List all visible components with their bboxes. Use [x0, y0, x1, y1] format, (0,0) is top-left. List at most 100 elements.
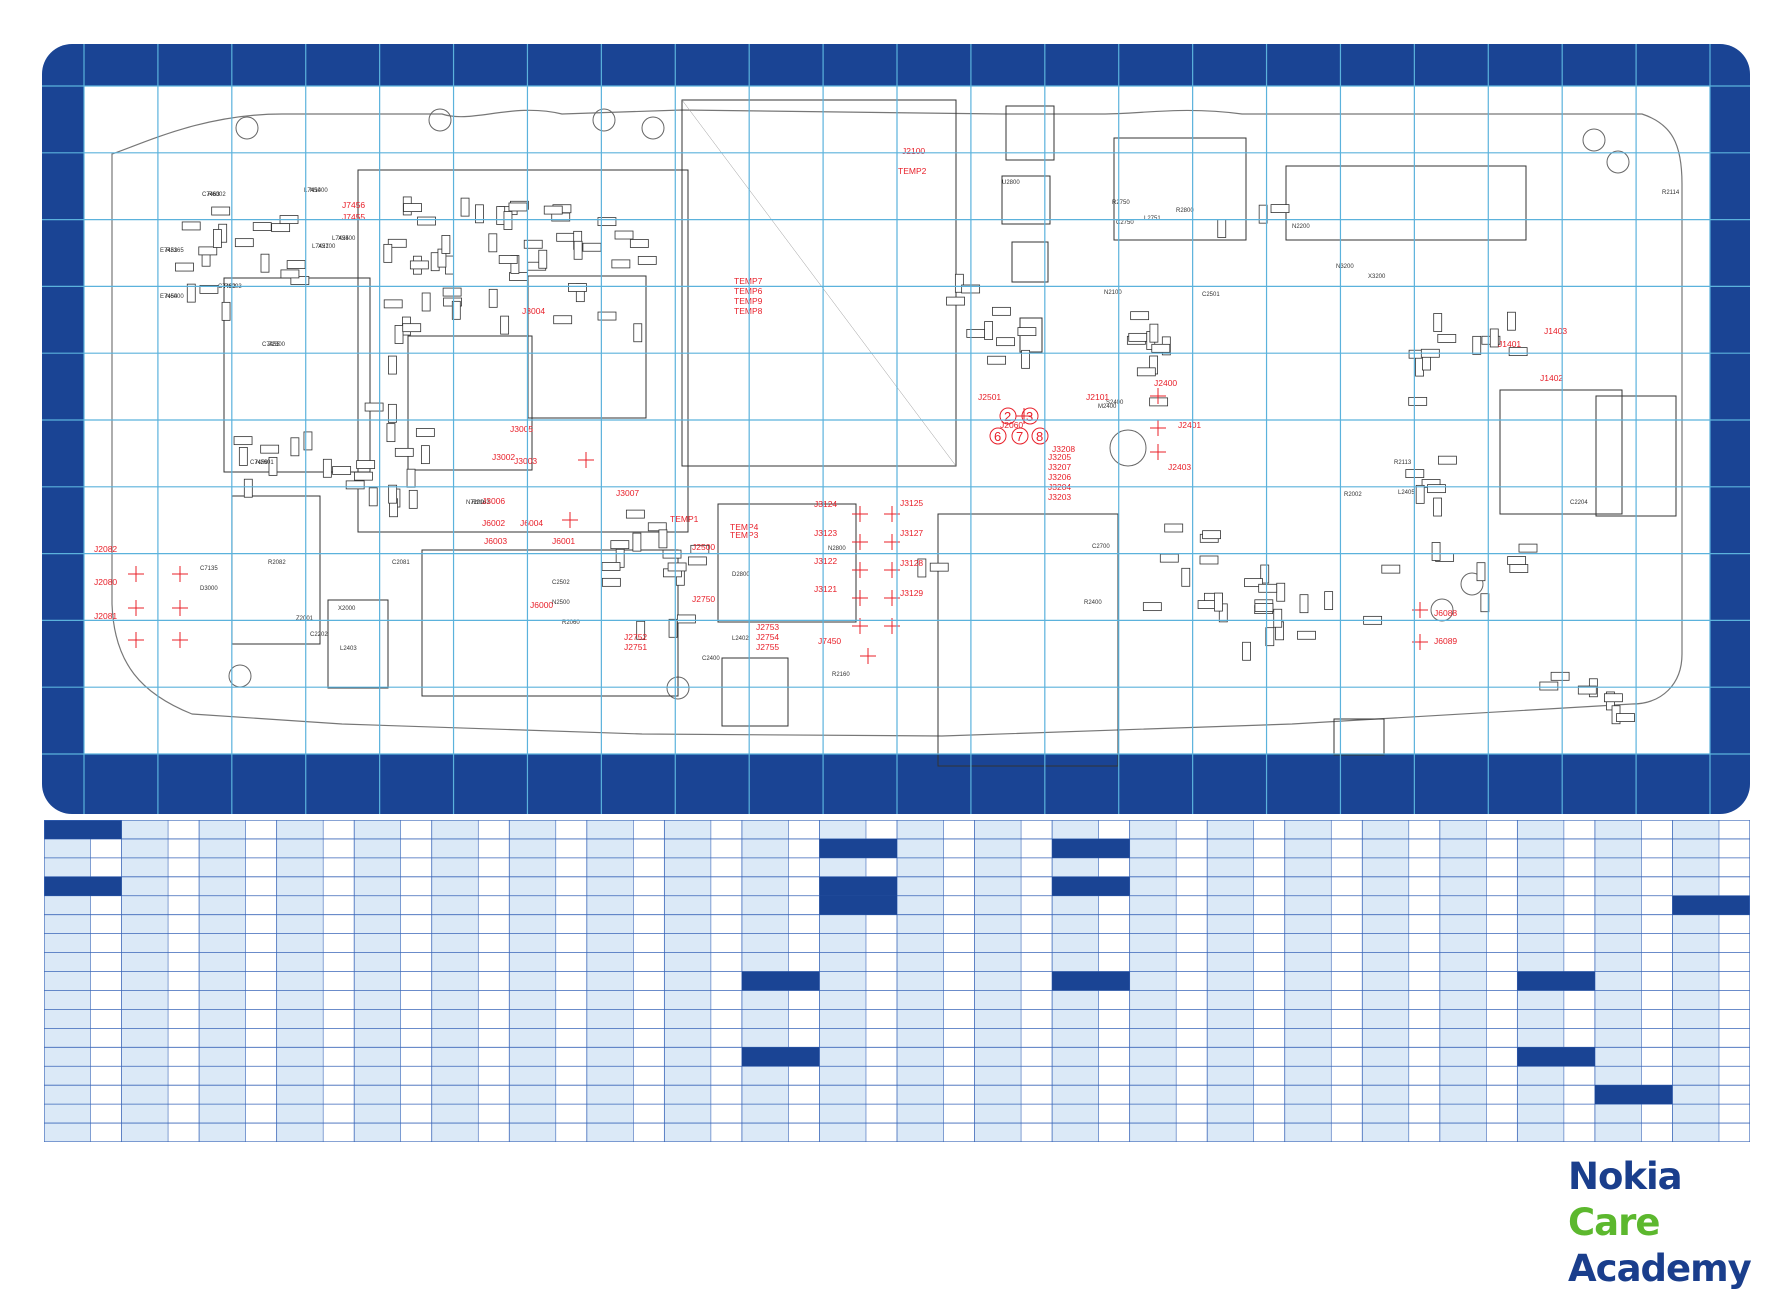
component-label: N2601: [256, 460, 274, 466]
component-label: C7462: [218, 284, 236, 290]
small-component: [1480, 593, 1490, 613]
small-component: [1199, 555, 1219, 565]
small-component: [1539, 681, 1559, 691]
small-component: [676, 614, 696, 624]
small-component: [614, 230, 634, 240]
test-point-label: J6000: [530, 600, 553, 610]
board-svg: E7453E7454C7463C7462L7450L7457L7455C7455…: [42, 44, 1750, 814]
table-column-shade: [664, 820, 711, 1142]
table-column-shade: [199, 820, 246, 1142]
component-label: R2082: [268, 560, 286, 566]
small-component: [503, 211, 513, 230]
table-column-shade: [276, 820, 324, 1142]
small-component: [632, 532, 642, 552]
test-point-label: J2081: [94, 611, 117, 621]
mounting-hole: [1460, 572, 1484, 596]
component-label: N2500: [552, 600, 570, 606]
test-point-label: J3125: [900, 498, 923, 508]
small-component: [1437, 334, 1457, 343]
small-component: [442, 287, 462, 297]
test-point-label: J1403: [1544, 326, 1567, 336]
component-label: R2750: [1112, 200, 1130, 206]
small-component: [260, 444, 280, 454]
test-point-label: TEMP6: [734, 286, 763, 296]
component-label: N6000: [166, 294, 184, 300]
small-component: [625, 509, 645, 519]
small-component: [1472, 335, 1482, 355]
component-label: R2163: [472, 500, 490, 506]
component-label: N1400: [310, 188, 328, 194]
table-dark-cell: [1594, 1085, 1673, 1105]
table-column-shade: [44, 820, 91, 1142]
small-component: [633, 323, 643, 343]
small-component: [394, 447, 414, 457]
component-label: R2165: [166, 248, 184, 254]
small-component: [498, 255, 518, 264]
small-component: [252, 222, 272, 231]
component-label: U2800: [1002, 180, 1020, 186]
component-label: N2800: [828, 546, 846, 552]
mounting-hole: [1582, 128, 1606, 152]
test-point-label: J3129: [900, 588, 923, 598]
small-component: [538, 249, 548, 269]
small-component: [420, 445, 430, 465]
component-label: L7457: [312, 244, 329, 250]
small-component: [181, 221, 201, 231]
small-component: [636, 620, 646, 640]
table-dark-cell: [1672, 895, 1750, 915]
table-column-shade: [1362, 820, 1409, 1142]
component-label: E7453: [160, 248, 178, 254]
small-component: [364, 402, 384, 412]
component-label: L2402: [732, 636, 749, 642]
small-component: [368, 487, 378, 507]
test-point-label: J3127: [900, 528, 923, 538]
test-point-label: J3006: [482, 496, 505, 506]
test-point-label: J6004: [520, 518, 543, 528]
table-column-shade: [1207, 820, 1254, 1142]
table-column-shade: [354, 820, 401, 1142]
small-component: [409, 260, 429, 270]
small-component: [668, 618, 678, 638]
small-component: [996, 337, 1015, 347]
component-label: N3200: [1336, 264, 1354, 270]
component-block: [721, 657, 789, 727]
component-block: [1005, 105, 1055, 161]
table-dark-cell: [1517, 1047, 1595, 1067]
small-component: [508, 202, 528, 212]
pad-digit: 3: [1026, 409, 1033, 424]
table-column-shade: [121, 820, 169, 1142]
component-label: C2202: [310, 632, 328, 638]
small-component: [1489, 328, 1499, 348]
table-dark-cell: [741, 971, 820, 991]
pad-digit: 2: [1004, 409, 1011, 424]
table-column-shade: [819, 820, 866, 1142]
test-point-label: J2750: [692, 594, 715, 604]
small-component: [1507, 311, 1516, 331]
small-component: [1518, 543, 1538, 553]
pad-digit: 7: [1016, 429, 1023, 444]
small-component: [946, 296, 965, 306]
component-label: C7135: [200, 566, 218, 572]
small-component: [233, 436, 253, 446]
test-point-label: J2754: [756, 632, 779, 642]
test-point-label: J2751: [624, 642, 647, 652]
test-point-label: J3206: [1048, 472, 1071, 482]
component-label: R2113: [1394, 460, 1412, 466]
small-component: [417, 216, 436, 226]
component-block: [407, 335, 533, 471]
test-point-label: TEMP8: [734, 306, 763, 316]
small-component: [290, 437, 300, 457]
small-component: [1324, 591, 1334, 611]
test-point-label: J7455: [342, 212, 365, 222]
test-point-label: J7450: [818, 636, 841, 646]
component-diagonal: [681, 99, 957, 467]
component-label: L7450: [304, 188, 321, 194]
component-label: R6002: [208, 192, 226, 198]
component-block: [937, 513, 1119, 767]
pad-circle: [1011, 427, 1029, 445]
small-component: [1427, 484, 1446, 494]
table-dark-cell: [44, 876, 122, 896]
table-dark-cell: [44, 820, 122, 839]
component-label: D3000: [200, 586, 218, 592]
small-component: [402, 323, 422, 333]
